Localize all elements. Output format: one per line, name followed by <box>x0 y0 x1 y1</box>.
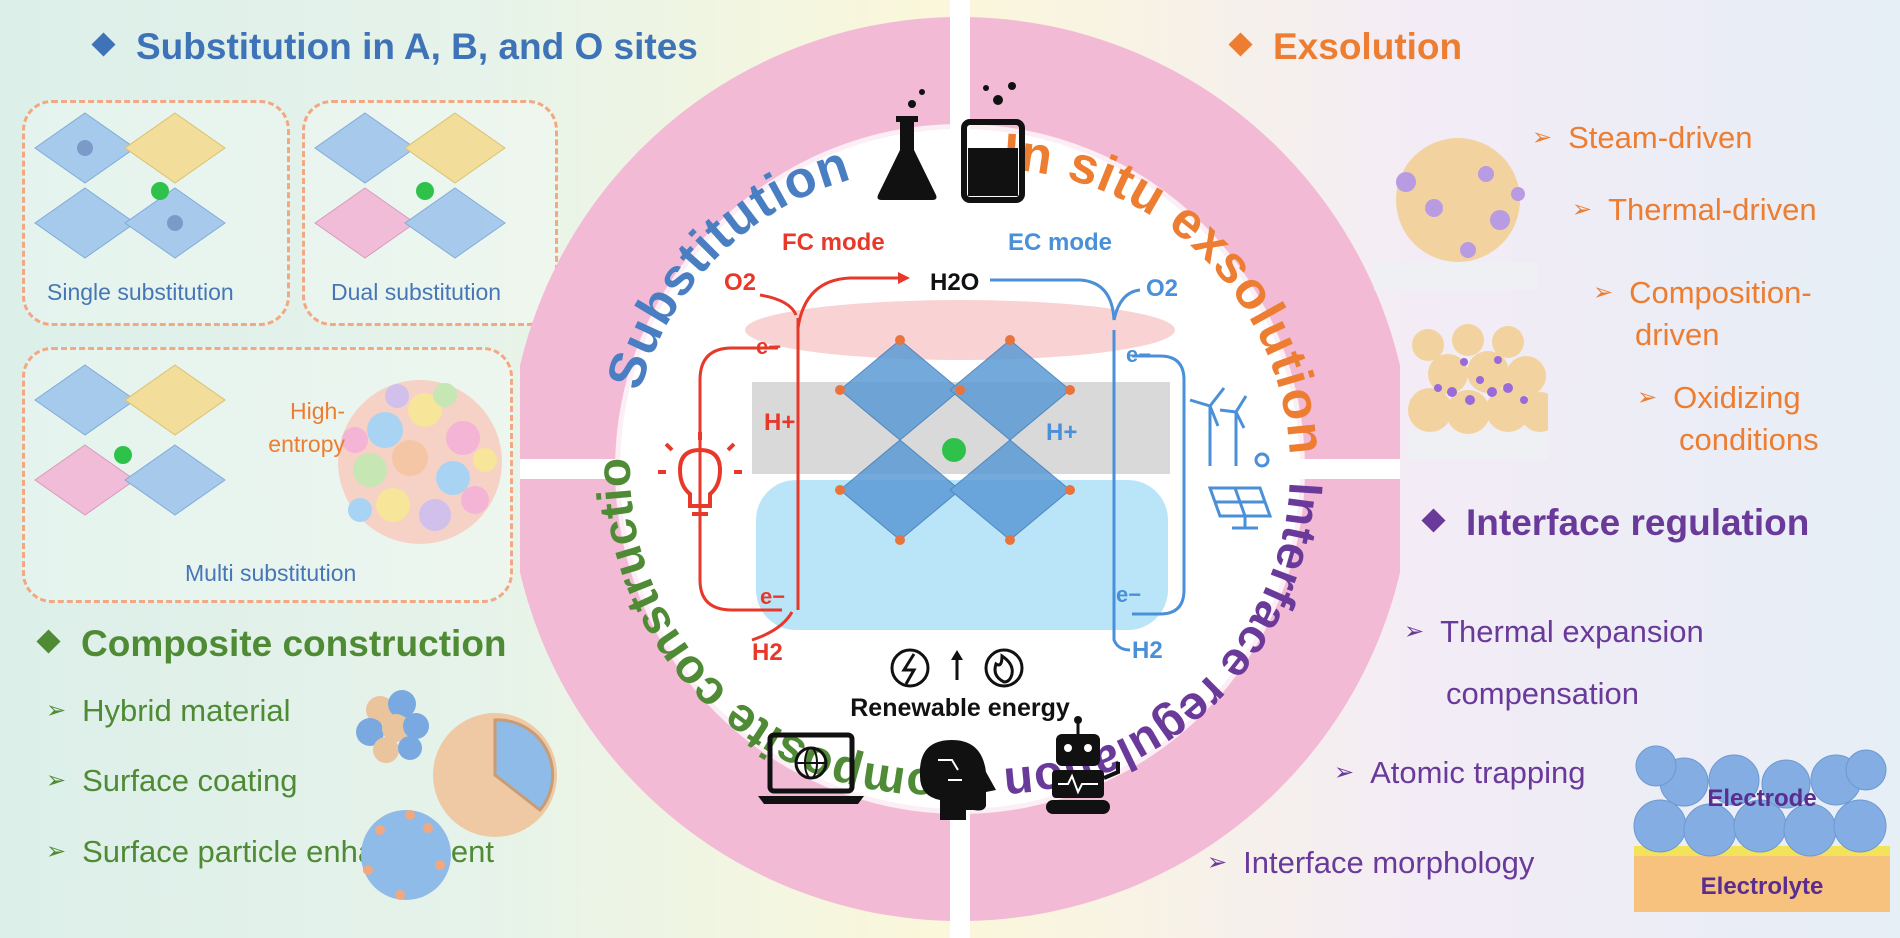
fc-proton-label: H+ <box>764 409 795 436</box>
electrolyte-slab <box>1634 852 1890 912</box>
hybrid-cluster <box>356 690 429 763</box>
substitution-header-text: Substitution in A, B, and O sites <box>136 26 698 67</box>
interface-header: Interface regulation <box>1421 502 1810 544</box>
arrow-icon: ➢ <box>46 838 67 865</box>
wind-turbine-icon <box>1189 387 1248 466</box>
flask-icon <box>877 89 937 200</box>
fc-o2-label: O2 <box>724 269 756 296</box>
ec-h2-label: H2 <box>1132 637 1163 664</box>
fc-flow-arrows <box>698 276 904 642</box>
diamond-icon <box>1228 32 1253 57</box>
arrow-icon: ➢ <box>46 697 67 724</box>
arrow-icon: ➢ <box>1637 384 1658 411</box>
cathode-layer <box>745 300 1175 360</box>
center-dopant-atom <box>942 438 966 462</box>
ec-proton-label: H+ <box>1046 419 1077 446</box>
interface-header-text: Interface regulation <box>1466 502 1810 543</box>
composite-header: Composite construction <box>36 623 507 665</box>
composite-header-text: Composite construction <box>81 623 507 664</box>
multi-perovskite-illustration <box>34 364 502 544</box>
arrow-icon: ➢ <box>46 767 67 794</box>
h2o-label: H2O <box>930 269 979 296</box>
electrode-electrolyte-illustration: Electrode Electrolyte <box>1633 745 1890 912</box>
robot-icon <box>1046 716 1120 814</box>
laptop-globe-icon <box>758 732 864 804</box>
exsolution-item-oxidizing: ➢Oxidizing conditions <box>1637 377 1819 461</box>
ec-flow-arrows <box>990 278 1186 652</box>
fc-mode-label: FC mode <box>782 229 885 256</box>
diamond-icon <box>1421 508 1446 533</box>
exsolved-particle <box>1374 138 1538 290</box>
oxygen-atoms <box>835 335 1075 545</box>
multi-substitution-label: Multi substitution <box>185 560 357 586</box>
arrow-icon: ➢ <box>1593 279 1614 306</box>
multi-substitution-box: High- entropy Multi substitution <box>22 347 513 603</box>
dual-substitution-label: Dual substitution <box>331 279 502 305</box>
high-entropy-sphere <box>338 380 502 544</box>
solar-panel-icon <box>1207 452 1273 530</box>
dopant-atom <box>151 182 169 200</box>
central-diagram: Substitution In situ exsolution Interfac… <box>520 0 1400 938</box>
beaker-icon <box>961 82 1025 203</box>
electrode-label: Electrode <box>1707 785 1816 812</box>
composite-particles-illustration <box>356 690 557 900</box>
renewable-energy-label: Renewable energy <box>850 694 1070 722</box>
arrow-icon: ➢ <box>1404 618 1425 645</box>
flame-icon <box>984 648 1024 688</box>
arrow-icon: ➢ <box>1572 196 1593 223</box>
interface-item-trapping: ➢Atomic trapping <box>1334 755 1586 790</box>
diamond-icon <box>91 32 116 57</box>
arrow-icon: ➢ <box>1334 759 1355 786</box>
single-substitution-box: Single substitution <box>22 100 290 326</box>
fc-electron-bottom: e− <box>760 584 785 609</box>
electrolyte-label: Electrolyte <box>1701 873 1824 900</box>
lightbulb-icon <box>658 432 742 516</box>
exsolved-porous-film <box>1408 324 1548 460</box>
composite-item-coating: ➢Surface coating <box>46 763 298 798</box>
exsolution-item-composition: ➢Composition- driven <box>1593 272 1812 356</box>
exsolution-item-steam: ➢Steam-driven <box>1532 120 1753 155</box>
decorated-particle <box>361 810 451 900</box>
ec-mode-label: EC mode <box>1008 229 1112 256</box>
high-entropy-label: High- entropy <box>268 398 345 457</box>
substitution-header: Substitution in A, B, and O sites <box>91 26 698 68</box>
core-shell-particle <box>433 713 557 837</box>
exsolution-item-thermal: ➢Thermal-driven <box>1572 192 1817 227</box>
single-perovskite-illustration <box>34 112 226 259</box>
dual-perovskite-illustration <box>314 112 506 259</box>
ec-o2-label: O2 <box>1146 275 1178 302</box>
exsolution-illustrations <box>1374 138 1548 460</box>
anode-layer <box>756 480 1168 630</box>
ec-electron-bottom: e− <box>1116 582 1141 607</box>
interface-item-morphology: ➢Interface morphology <box>1207 845 1535 880</box>
arrow-icon: ➢ <box>1532 124 1553 151</box>
single-substitution-label: Single substitution <box>47 279 234 305</box>
diamond-icon <box>36 629 61 654</box>
dual-substitution-box: Dual substitution <box>302 100 558 326</box>
ai-head-icon <box>919 740 996 820</box>
composite-item-hybrid: ➢Hybrid material <box>46 693 291 728</box>
interface-item-thermal: ➢Thermal expansion compensation <box>1404 601 1704 725</box>
fc-h2-label: H2 <box>752 639 783 666</box>
perovskite-lattice <box>839 339 1071 541</box>
arrow-icon: ➢ <box>1207 849 1228 876</box>
exsolution-header: Exsolution <box>1228 26 1463 68</box>
exsolution-header-text: Exsolution <box>1273 26 1463 67</box>
lightning-icon <box>890 648 930 688</box>
